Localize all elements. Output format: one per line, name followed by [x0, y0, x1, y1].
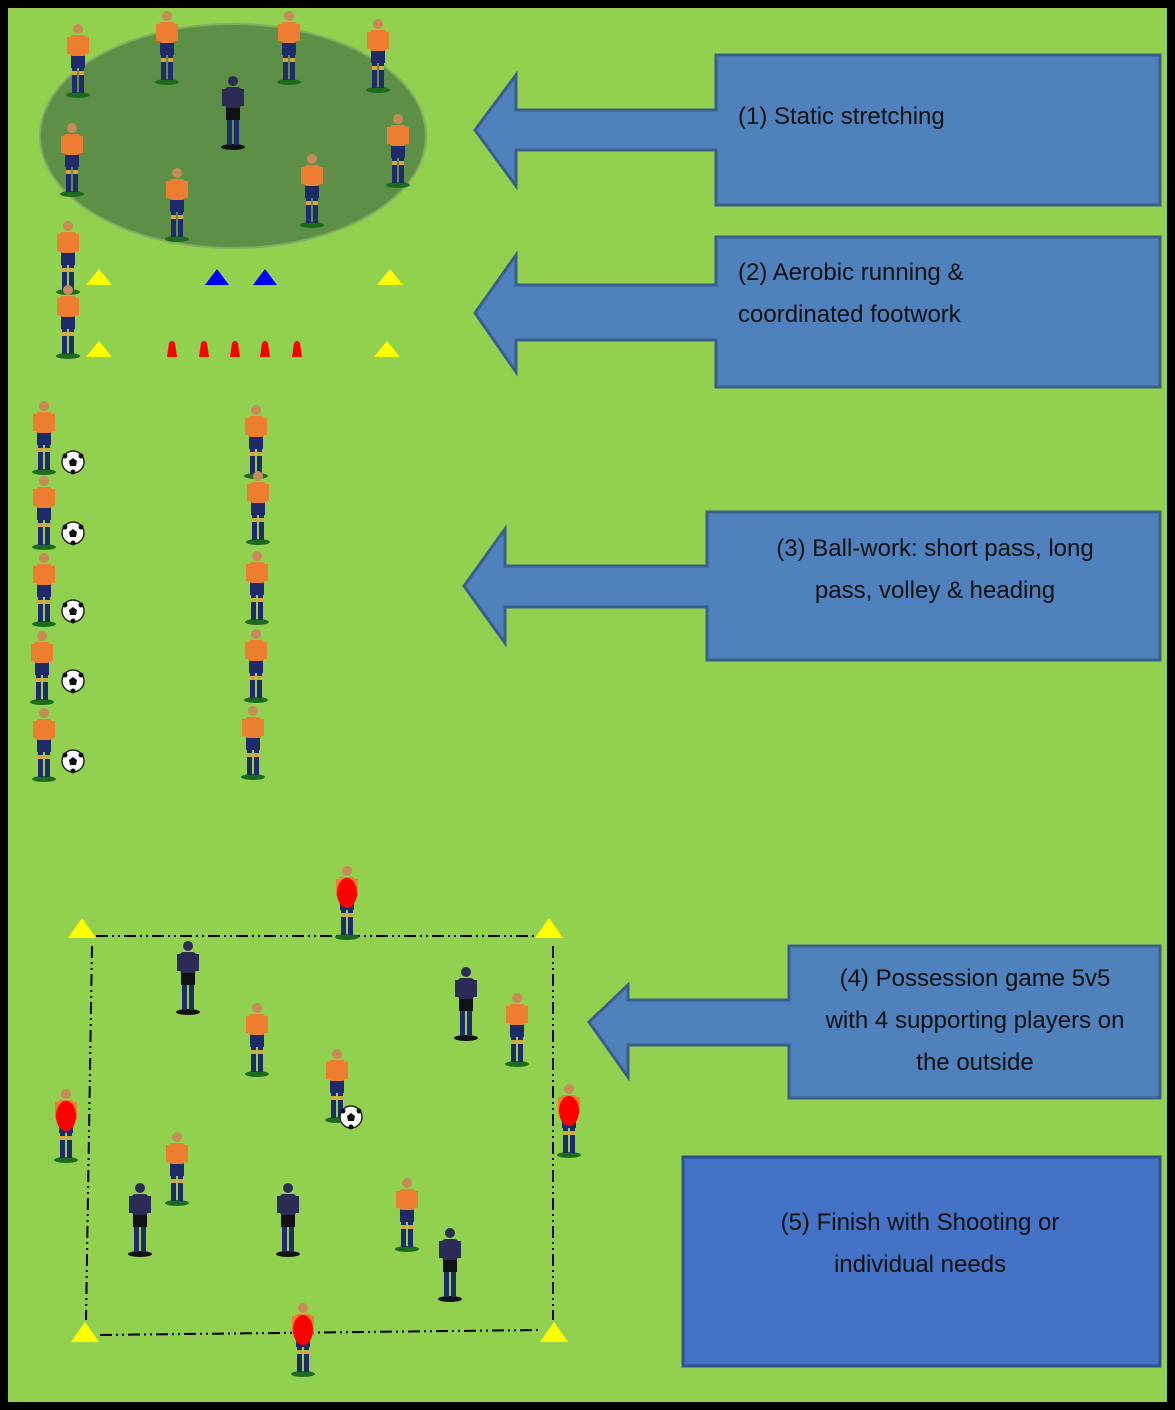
arrow-3 [462, 510, 1162, 662]
arrow-2 [473, 235, 1162, 389]
defender-icon [128, 1183, 152, 1257]
cone-icon [535, 918, 563, 938]
player-icon [291, 1303, 315, 1377]
player-icon [60, 123, 84, 197]
player-icon [557, 1084, 581, 1158]
player-icon [366, 19, 390, 93]
player-icon [300, 154, 324, 228]
red-bib [337, 878, 357, 908]
red-bib [559, 1096, 579, 1126]
step-5-label: (5) Finish with Shooting or individual n… [780, 1209, 1060, 1278]
arrow-4 [587, 944, 1162, 1100]
player-icon [54, 1089, 78, 1163]
red-bib [56, 1101, 76, 1131]
disc-cone-icon [199, 341, 209, 357]
soccer-ball-icon [61, 669, 85, 694]
stretching-circle [39, 23, 427, 249]
finish-box [681, 1155, 1162, 1368]
soccer-ball-icon [61, 521, 85, 546]
cone-icon [86, 341, 112, 357]
disc-cone-icon [230, 341, 240, 357]
cone-icon [377, 269, 403, 285]
defender-icon [454, 967, 478, 1041]
cone-icon [374, 341, 400, 357]
defender-icon [176, 941, 200, 1015]
player-icon [386, 114, 410, 188]
player-icon [32, 401, 56, 475]
cone-icon [86, 269, 112, 285]
disc-cone-icon [167, 341, 177, 357]
possession-grid [85, 935, 554, 1336]
player-icon [245, 551, 269, 625]
player-icon [246, 471, 270, 545]
player-icon [245, 1003, 269, 1077]
player-icon [30, 631, 54, 705]
arrow-1 [473, 53, 1162, 207]
cone-icon [253, 269, 277, 285]
player-icon [277, 11, 301, 85]
soccer-ball-icon [61, 749, 85, 774]
player-icon [505, 993, 529, 1067]
player-icon [335, 866, 359, 940]
defender-icon [438, 1228, 462, 1302]
step-1-label: (1) Static stretching [738, 103, 945, 130]
player-icon [32, 476, 56, 550]
defender-icon [221, 76, 245, 150]
step-4-label: (4) Possession game 5v5 with 4 supportin… [825, 965, 1125, 1076]
defender-icon [276, 1183, 300, 1257]
soccer-ball-icon [61, 599, 85, 624]
cone-icon [205, 269, 229, 285]
cone-icon [68, 918, 96, 938]
player-icon [165, 1132, 189, 1206]
step-3-label: (3) Ball-work: short pass, long pass, vo… [776, 535, 1094, 604]
player-icon [66, 24, 90, 98]
player-icon [56, 285, 80, 359]
cone-icon [540, 1322, 568, 1342]
player-icon [244, 629, 268, 703]
player-icon [155, 11, 179, 85]
disc-cone-icon [292, 341, 302, 357]
cone-icon [71, 1322, 99, 1342]
red-bib [293, 1315, 313, 1345]
soccer-ball-icon [339, 1105, 363, 1130]
soccer-ball-icon [61, 450, 85, 475]
player-icon [56, 221, 80, 295]
disc-cone-icon [260, 341, 270, 357]
player-icon [32, 553, 56, 627]
player-icon [165, 168, 189, 242]
player-icon [32, 708, 56, 782]
step-2-label: (2) Aerobic running & coordinated footwo… [738, 259, 964, 328]
player-icon [241, 706, 265, 780]
player-icon [395, 1178, 419, 1252]
